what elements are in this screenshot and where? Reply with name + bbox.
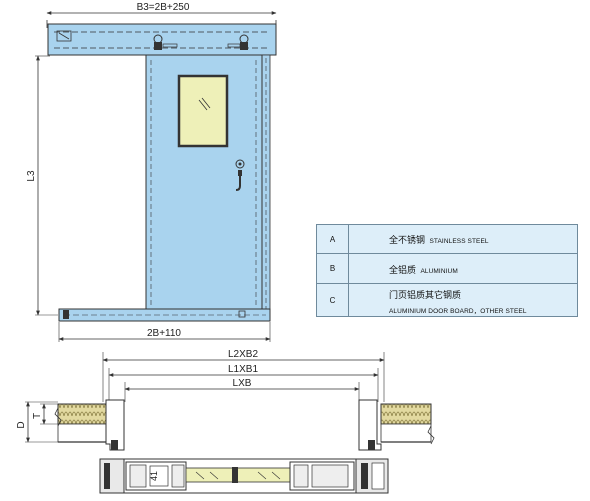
height-label: L3 — [26, 170, 37, 182]
top-width-label: B3=2B+250 — [137, 2, 190, 13]
material-code: C — [316, 283, 349, 317]
door-handle-icon — [235, 159, 245, 191]
door-window — [177, 74, 229, 148]
opening-inner-label: LXB — [233, 378, 252, 389]
material-row-c: C 门页铝质其它钢质 ALUMINIUM DOOR BOARD，OTHER ST… — [316, 283, 578, 317]
material-row-a: A 全不锈钢 STAINLESS STEEL — [316, 224, 578, 254]
material-table: A 全不锈钢 STAINLESS STEEL B 全铝质 ALUMINIUM C… — [316, 224, 578, 317]
left-wall-panel — [57, 403, 107, 425]
material-cn: 全不锈钢 — [389, 235, 426, 245]
material-cn: 门页铝质其它钢质 — [389, 290, 462, 300]
opening-mid-label: L1XB1 — [228, 364, 258, 375]
panel-thickness-label: T — [32, 413, 43, 419]
material-en: STAINLESS STEEL — [429, 238, 489, 245]
right-wall-panel — [380, 403, 432, 425]
material-code: A — [316, 224, 349, 254]
wall-depth-label: D — [16, 421, 27, 428]
material-en: ALUMINIUM — [420, 267, 458, 275]
front-elevation: B3=2B+250 L3 — [26, 2, 277, 342]
plan-section: L2XB2 L1XB1 LXB D T — [16, 349, 435, 494]
material-row-b: B 全铝质 ALUMINIUM — [316, 253, 578, 284]
material-en: ALUMINIUM DOOR BOARD，OTHER STEEL — [389, 308, 527, 315]
leaf-width-label: 41 — [149, 471, 159, 481]
material-code: B — [316, 253, 349, 284]
opening-outer-label: L2XB2 — [228, 349, 258, 360]
bottom-width-label: 2B+110 — [147, 328, 181, 339]
material-cn: 全铝质 — [389, 264, 417, 275]
